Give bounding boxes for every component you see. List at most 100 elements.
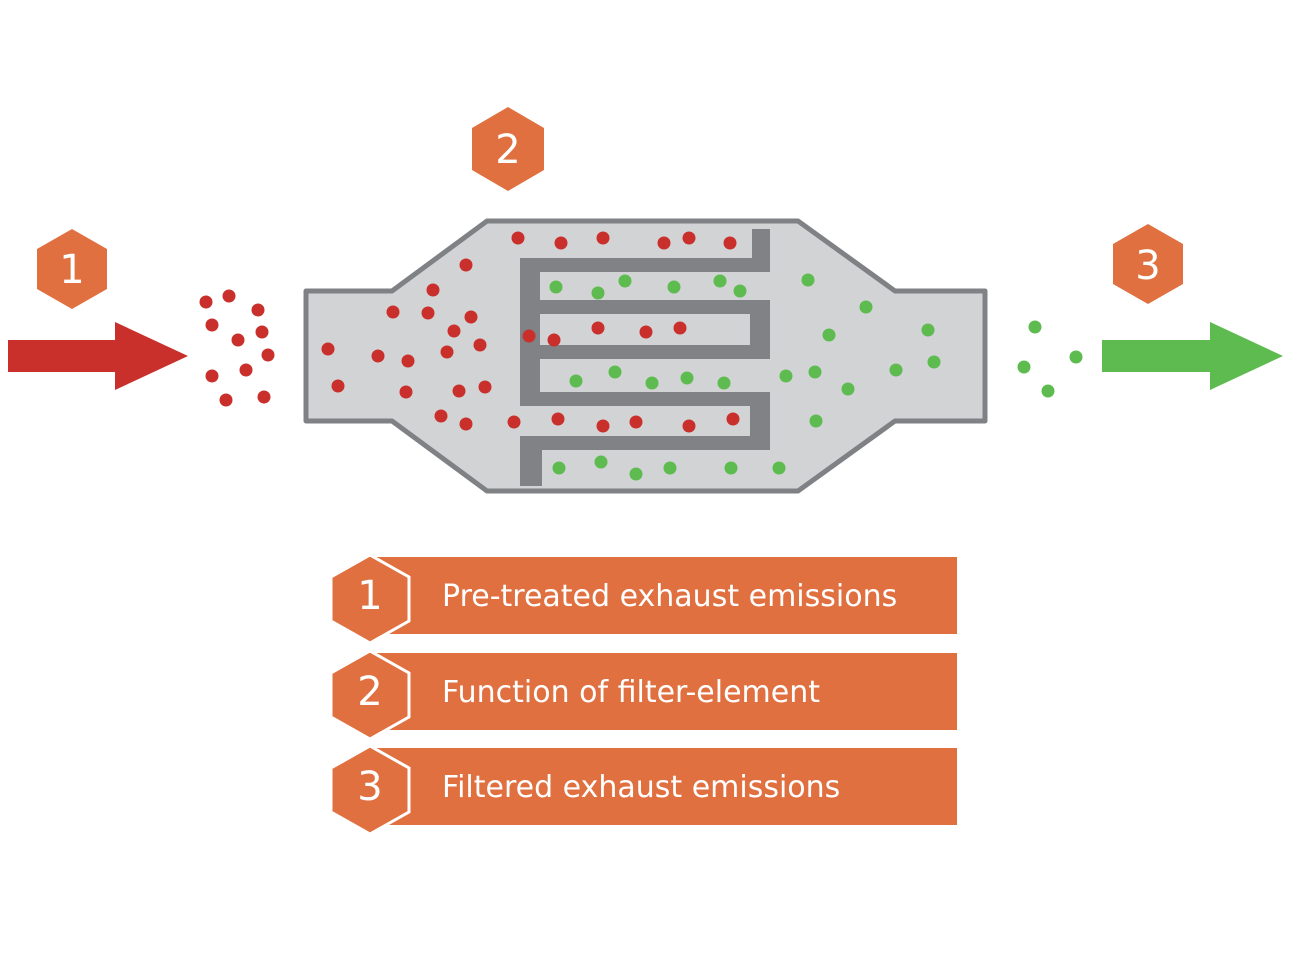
- clean-particle: [618, 274, 632, 288]
- clean-particle: [713, 274, 727, 288]
- soot-particle: [547, 333, 561, 347]
- legend-row-2-number: 2: [357, 669, 382, 715]
- clean-particle: [1041, 384, 1055, 398]
- soot-particle: [726, 412, 740, 426]
- soot-particle: [255, 325, 269, 339]
- soot-particle: [261, 348, 275, 362]
- clean-particle: [927, 355, 941, 369]
- clean-particle: [591, 286, 605, 300]
- soot-particle: [452, 384, 466, 398]
- clean-particle: [889, 363, 903, 377]
- soot-particle: [464, 310, 478, 324]
- soot-particle: [321, 342, 335, 356]
- soot-particle: [440, 345, 454, 359]
- clean-particle: [629, 467, 643, 481]
- clean-particle: [594, 455, 608, 469]
- soot-particle: [673, 321, 687, 335]
- step-marker-2-number: 2: [495, 127, 520, 173]
- clean-particle: [1069, 350, 1083, 364]
- soot-particle: [522, 329, 536, 343]
- clean-particle: [724, 461, 738, 475]
- clean-particle: [809, 414, 823, 428]
- soot-particle: [596, 231, 610, 245]
- soot-particle: [629, 415, 643, 429]
- clean-particle: [801, 273, 815, 287]
- particles: [199, 231, 1083, 481]
- soot-particle: [511, 231, 525, 245]
- clean-particle: [808, 365, 822, 379]
- clean-particle: [841, 382, 855, 396]
- hexagon-icon: [329, 744, 411, 836]
- soot-particle: [205, 318, 219, 332]
- legend-row-1-number: 1: [357, 573, 382, 619]
- soot-particle: [723, 236, 737, 250]
- clean-particle: [717, 376, 731, 390]
- step-marker-3: 3: [1113, 224, 1183, 304]
- legend-row-1-label: Pre-treated exhaust emissions: [442, 579, 897, 614]
- step-marker-2: 2: [472, 107, 544, 191]
- step-marker-1-number: 1: [59, 247, 84, 293]
- soot-particle: [682, 419, 696, 433]
- soot-particle: [551, 412, 565, 426]
- outlet-arrow-icon: [1102, 322, 1283, 390]
- clean-particle: [549, 280, 563, 294]
- soot-particle: [657, 236, 671, 250]
- legend-row-3-number: 3: [357, 764, 382, 810]
- hexagon-icon: [472, 107, 544, 191]
- hexagon-icon: [329, 649, 411, 741]
- clean-particle: [772, 461, 786, 475]
- soot-particle: [507, 415, 521, 429]
- soot-particle: [331, 379, 345, 393]
- clean-particle: [921, 323, 935, 337]
- soot-particle: [426, 283, 440, 297]
- legend-row-1: 1 Pre-treated exhaust emissions: [329, 553, 957, 645]
- clean-particle: [667, 280, 681, 294]
- soot-particle: [205, 369, 219, 383]
- legend-bar: [370, 557, 957, 634]
- clean-particle: [733, 284, 747, 298]
- soot-particle: [199, 295, 213, 309]
- hexagon-icon: [37, 229, 107, 309]
- legend-bar: [370, 748, 957, 825]
- clean-particle: [1017, 360, 1031, 374]
- clean-particle: [680, 371, 694, 385]
- step-marker-1: 1: [37, 229, 107, 309]
- soot-particle: [231, 333, 245, 347]
- soot-particle: [447, 324, 461, 338]
- hexagon-icon: [1113, 224, 1183, 304]
- legend-row-3: 3 Filtered exhaust emissions: [329, 744, 957, 836]
- legend-row-3-label: Filtered exhaust emissions: [442, 770, 840, 805]
- clean-particle: [822, 328, 836, 342]
- soot-particle: [421, 306, 435, 320]
- clean-particle: [608, 365, 622, 379]
- clean-particle: [569, 374, 583, 388]
- soot-particle: [257, 390, 271, 404]
- soot-particle: [682, 231, 696, 245]
- legend-row-2: 2 Function of filter-element: [329, 649, 957, 741]
- soot-particle: [222, 289, 236, 303]
- soot-particle: [399, 385, 413, 399]
- soot-particle: [371, 349, 385, 363]
- soot-particle: [459, 258, 473, 272]
- soot-particle: [478, 380, 492, 394]
- soot-particle: [596, 419, 610, 433]
- soot-particle: [239, 363, 253, 377]
- soot-particle: [219, 393, 233, 407]
- soot-particle: [251, 303, 265, 317]
- soot-particle: [401, 354, 415, 368]
- legend-bar: [370, 653, 957, 730]
- soot-particle: [434, 409, 448, 423]
- hexagon-icon: [329, 553, 411, 645]
- legend: 1 Pre-treated exhaust emissions 2 Functi…: [329, 553, 957, 836]
- legend-row-2-label: Function of filter-element: [442, 675, 820, 710]
- soot-particle: [459, 417, 473, 431]
- clean-particle: [859, 300, 873, 314]
- filter-element-walls: [520, 229, 770, 486]
- soot-particle: [591, 321, 605, 335]
- clean-particle: [779, 369, 793, 383]
- step-marker-3-number: 3: [1135, 243, 1160, 289]
- clean-particle: [663, 461, 677, 475]
- soot-particle: [639, 325, 653, 339]
- clean-particle: [1028, 320, 1042, 334]
